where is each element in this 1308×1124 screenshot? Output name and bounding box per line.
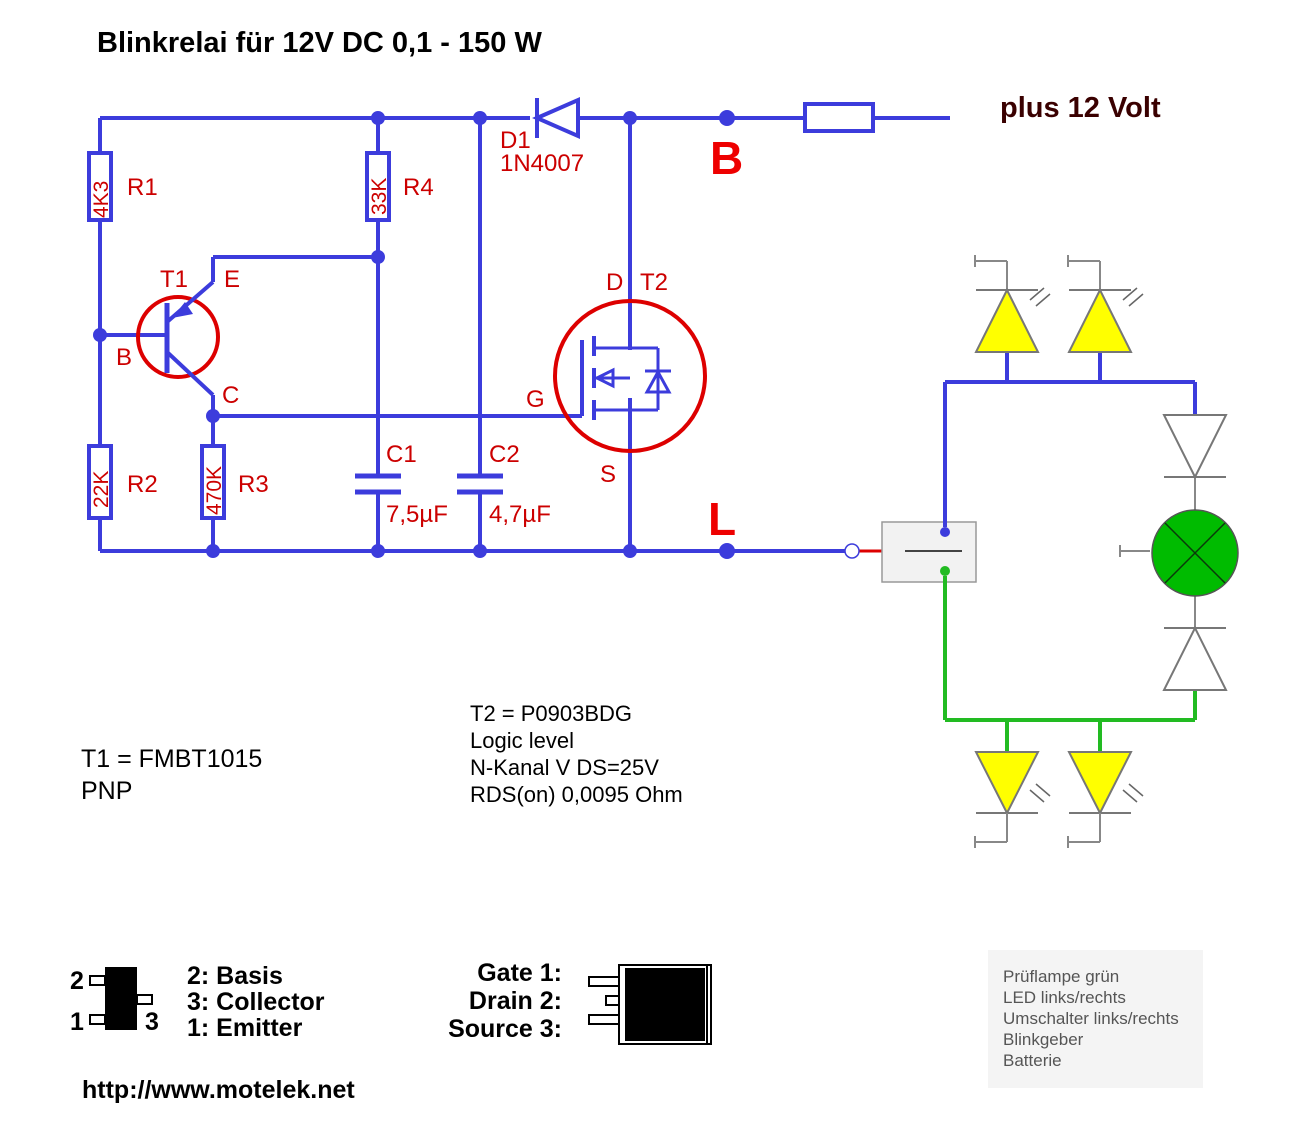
t1-ref: T1 bbox=[160, 266, 188, 293]
led-top-right bbox=[1067, 255, 1144, 353]
dpak-package-icon bbox=[588, 964, 712, 1045]
d1-value: 1N4007 bbox=[500, 150, 584, 177]
t2-ref: T2 bbox=[640, 269, 668, 296]
resistor-r4: 33K bbox=[365, 151, 391, 222]
legend-item-5: Batterie bbox=[1003, 1051, 1062, 1070]
resistor-r2: 22K bbox=[87, 444, 113, 520]
website-link[interactable]: http://www.motelek.net bbox=[82, 1076, 355, 1104]
r4-ref: R4 bbox=[403, 174, 434, 201]
r1-ref: R1 bbox=[127, 174, 158, 201]
r3-value: 470K bbox=[203, 466, 226, 515]
supply-label: plus 12 Volt bbox=[1000, 92, 1161, 124]
legend-item-4: Blinkgeber bbox=[1003, 1030, 1084, 1049]
t1-base-label: B bbox=[116, 344, 132, 371]
r2-ref: R2 bbox=[127, 471, 158, 498]
c2-value: 4,7µF bbox=[489, 501, 551, 528]
sot23-package-icon bbox=[89, 967, 153, 1030]
diode-d1 bbox=[532, 96, 580, 140]
terminal-l: L bbox=[708, 493, 736, 545]
led-bottom-left bbox=[974, 751, 1051, 848]
c2-ref: C2 bbox=[489, 441, 520, 468]
r4-value: 33K bbox=[368, 178, 391, 215]
resistor-r1: 4K3 bbox=[87, 151, 113, 222]
c1-ref: C1 bbox=[386, 441, 417, 468]
t1-note-2: PNP bbox=[81, 777, 132, 805]
sot23-label-2: 3: Collector bbox=[187, 988, 325, 1016]
resistor-r3: 470K bbox=[200, 444, 226, 520]
dpak-label-1: Gate 1: bbox=[477, 959, 562, 987]
legend-item-2: LED links/rechts bbox=[1003, 988, 1126, 1007]
t1-collector-label: C bbox=[222, 382, 239, 409]
title: Blinkrelai für 12V DC 0,1 - 150 W bbox=[97, 27, 542, 59]
t2-gate-label: G bbox=[526, 386, 545, 413]
t2-note-4: RDS(on) 0,0095 Ohm bbox=[470, 782, 683, 807]
transistor-t1 bbox=[136, 280, 220, 397]
diode-top-white bbox=[1162, 414, 1228, 480]
sot23-label-1: 2: Basis bbox=[187, 962, 283, 990]
sot23-pin3: 3 bbox=[145, 1008, 159, 1036]
test-lamp bbox=[1151, 509, 1239, 597]
r2-value: 22K bbox=[90, 471, 113, 508]
legend-box: Prüflampe grün LED links/rechts Umschalt… bbox=[988, 950, 1203, 1088]
dpak-label-3: Source 3: bbox=[448, 1015, 562, 1043]
t2-source-label: S bbox=[600, 461, 616, 488]
t2-drain-label: D bbox=[606, 269, 623, 296]
diode-bottom-white bbox=[1162, 625, 1228, 691]
t2-note-2: Logic level bbox=[470, 728, 574, 753]
led-bottom-right bbox=[1067, 751, 1144, 848]
t2-note-1: T2 = P0903BDG bbox=[470, 701, 632, 726]
terminal-b: B bbox=[710, 132, 743, 184]
capacitor-c2 bbox=[457, 473, 503, 495]
d1-ref: D1 bbox=[500, 127, 531, 154]
c1-value: 7,5µF bbox=[386, 501, 448, 528]
dpak-label-2: Drain 2: bbox=[469, 987, 562, 1015]
sot23-label-3: 1: Emitter bbox=[187, 1014, 303, 1042]
t1-emitter-label: E bbox=[224, 266, 240, 293]
t2-note-3: N-Kanal V DS=25V bbox=[470, 755, 659, 780]
wires bbox=[98, 116, 950, 553]
led-top-left bbox=[974, 255, 1051, 353]
capacitor-c1 bbox=[355, 473, 401, 495]
sot23-pin1: 1 bbox=[70, 1008, 84, 1036]
r3-ref: R3 bbox=[238, 471, 269, 498]
r1-value: 4K3 bbox=[90, 181, 113, 218]
sot23-pin2: 2 bbox=[70, 967, 84, 995]
legend-item-1: Prüflampe grün bbox=[1003, 967, 1119, 986]
t1-note-1: T1 = FMBT1015 bbox=[81, 745, 262, 773]
mosfet-t2 bbox=[553, 299, 707, 453]
indicator-circuit bbox=[844, 352, 1197, 752]
legend-item-3: Umschalter links/rechts bbox=[1003, 1009, 1179, 1028]
fuse bbox=[803, 102, 875, 133]
junction-dots bbox=[93, 110, 735, 559]
